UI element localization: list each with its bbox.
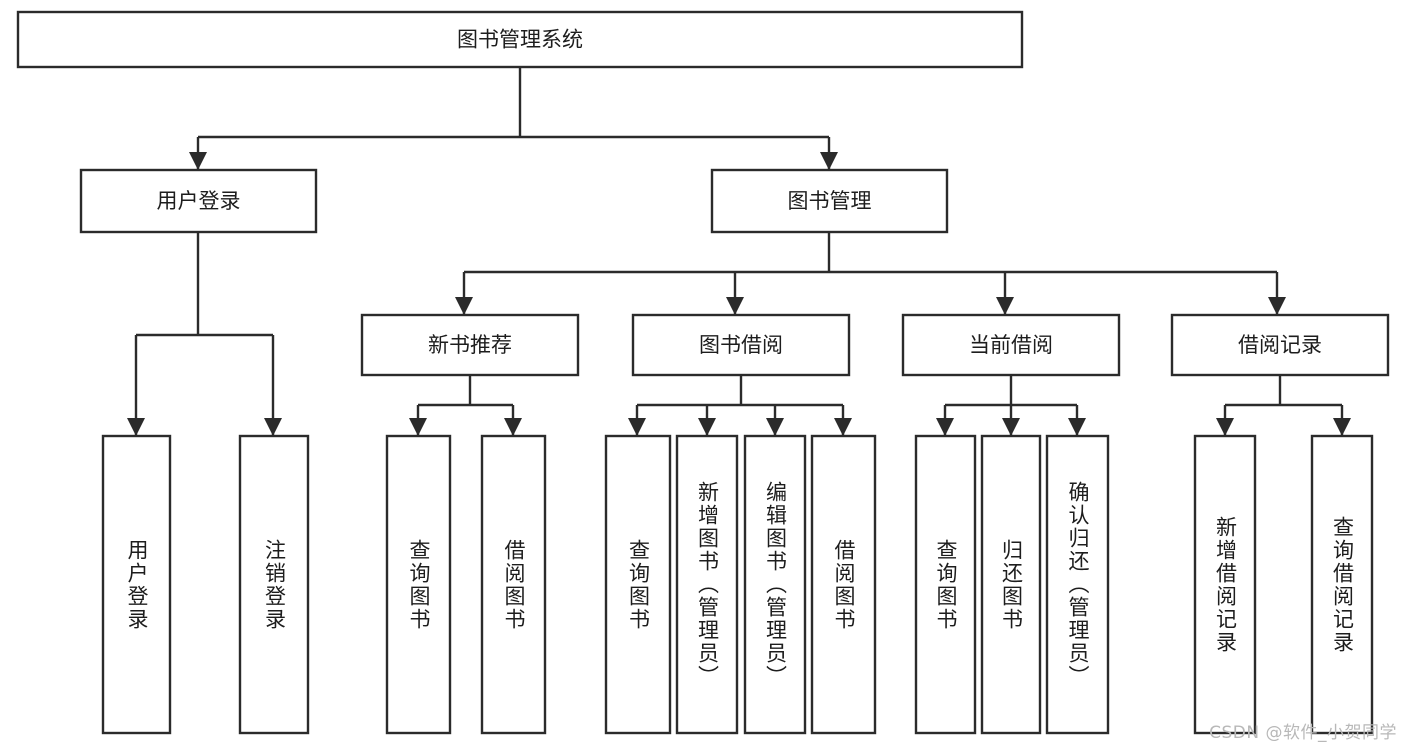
leaf-node-box-3[interactable] — [480, 434, 547, 735]
leaf-node-box-4[interactable] — [604, 434, 672, 735]
level2-node-label-1: 图书管理 — [788, 189, 872, 213]
level2-node-box-1[interactable] — [710, 168, 949, 234]
arrow-head-icon — [936, 418, 954, 436]
leaf-node-box-8[interactable] — [914, 434, 977, 735]
level3-node-label-2: 当前借阅 — [969, 333, 1053, 357]
level2-node-box-0[interactable] — [79, 168, 318, 234]
level3-node-box-2[interactable] — [901, 313, 1121, 377]
node-box-layer — [16, 10, 1390, 735]
leaf-node-box-5[interactable] — [675, 434, 739, 735]
leaf-node-box-2[interactable] — [385, 434, 452, 735]
arrow-head-icon — [698, 418, 716, 436]
arrow-head-icon — [628, 418, 646, 436]
leaf-node-box-1[interactable] — [238, 434, 310, 735]
leaf-node-box-10[interactable] — [1045, 434, 1110, 735]
root-node-label: 图书管理系统 — [457, 28, 583, 52]
arrow-head-icon — [834, 418, 852, 436]
arrow-head-icon — [1216, 418, 1234, 436]
arrow-head-icon — [504, 418, 522, 436]
leaf-node-box-12[interactable] — [1310, 434, 1374, 735]
leaf-node-box-0[interactable] — [101, 434, 172, 735]
arrow-head-icon — [264, 418, 282, 436]
arrow-head-icon — [1333, 418, 1351, 436]
csdn-watermark: CSDN @软件_小贺同学 — [1209, 723, 1397, 743]
arrow-head-icon — [820, 152, 838, 170]
level3-node-label-0: 新书推荐 — [428, 333, 512, 357]
arrow-head-icon — [996, 297, 1014, 315]
arrow-head-icon — [455, 297, 473, 315]
leaf-node-box-11[interactable] — [1193, 434, 1257, 735]
level3-node-label-1: 图书借阅 — [699, 333, 783, 357]
arrow-head-icon — [127, 418, 145, 436]
arrow-head-icon — [189, 152, 207, 170]
arrow-head-icon — [1068, 418, 1086, 436]
level3-node-label-3: 借阅记录 — [1238, 333, 1322, 357]
leaf-node-box-6[interactable] — [743, 434, 807, 735]
arrow-head-icon — [1002, 418, 1020, 436]
root-node-box[interactable] — [16, 10, 1024, 69]
level3-node-box-3[interactable] — [1170, 313, 1390, 377]
level3-node-box-1[interactable] — [631, 313, 851, 377]
leaf-node-box-9[interactable] — [980, 434, 1042, 735]
leaf-node-box-7[interactable] — [810, 434, 877, 735]
level2-node-label-0: 用户登录 — [157, 189, 241, 213]
arrow-head-icon — [766, 418, 784, 436]
arrow-head-icon — [1268, 297, 1286, 315]
arrow-head-icon — [409, 418, 427, 436]
connector-layer — [127, 67, 1351, 436]
level3-node-box-0[interactable] — [360, 313, 580, 377]
arrow-head-icon — [726, 297, 744, 315]
